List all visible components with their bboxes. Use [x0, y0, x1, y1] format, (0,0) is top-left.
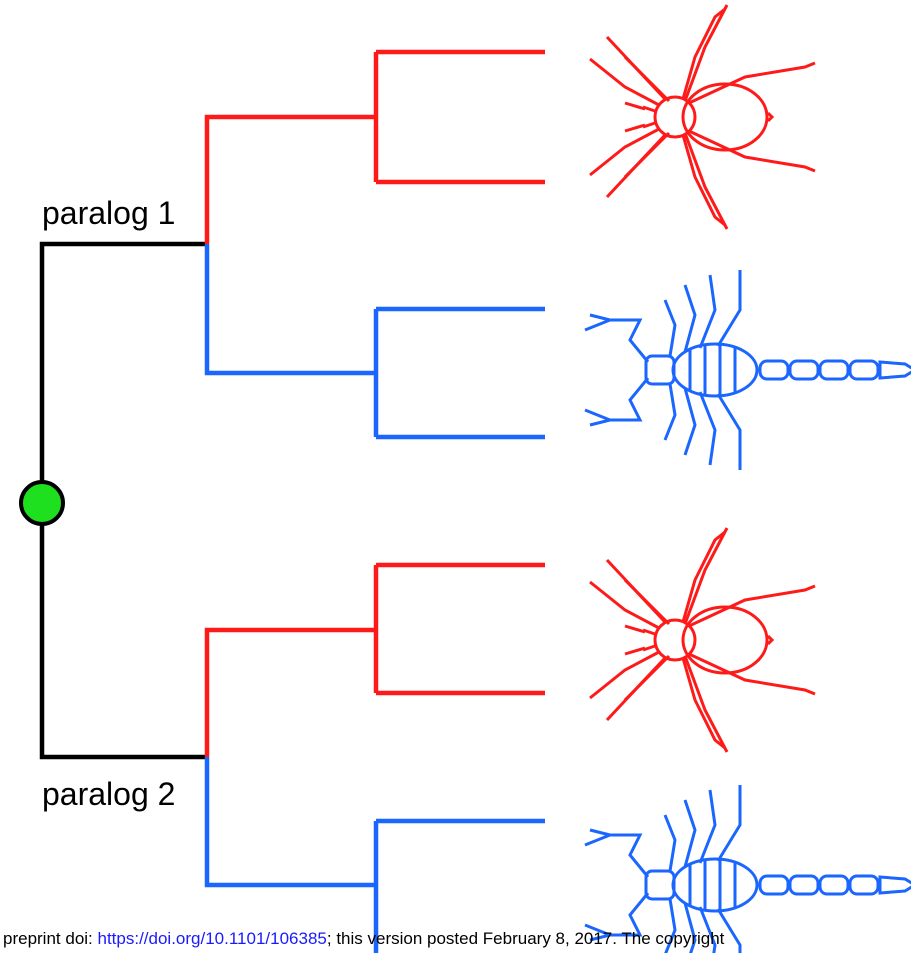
paralog-2-label: paralog 2	[42, 776, 176, 812]
preprint-footer: preprint doi: https://doi.org/10.1101/10…	[3, 929, 724, 949]
paralog-2-scorpion-branch	[204, 757, 545, 953]
doi-link[interactable]: https://doi.org/10.1101/106385	[97, 929, 327, 948]
footer-suffix: ; this version posted February 8, 2017. …	[326, 929, 725, 948]
paralog-1-spider-branch	[204, 49, 545, 244]
scorpion-icon	[583, 783, 911, 953]
paralog-2-spider-branch	[204, 562, 545, 757]
paralog-1-scorpion-branch	[204, 244, 545, 440]
footer-prefix: preprint doi:	[3, 929, 98, 948]
scorpion-icon	[583, 268, 911, 472]
spider-icon	[588, 526, 817, 754]
root-node	[19, 480, 65, 526]
paralog-1-label: paralog 1	[42, 195, 176, 231]
spider-icon	[588, 3, 817, 231]
root-branch	[39, 241, 207, 760]
